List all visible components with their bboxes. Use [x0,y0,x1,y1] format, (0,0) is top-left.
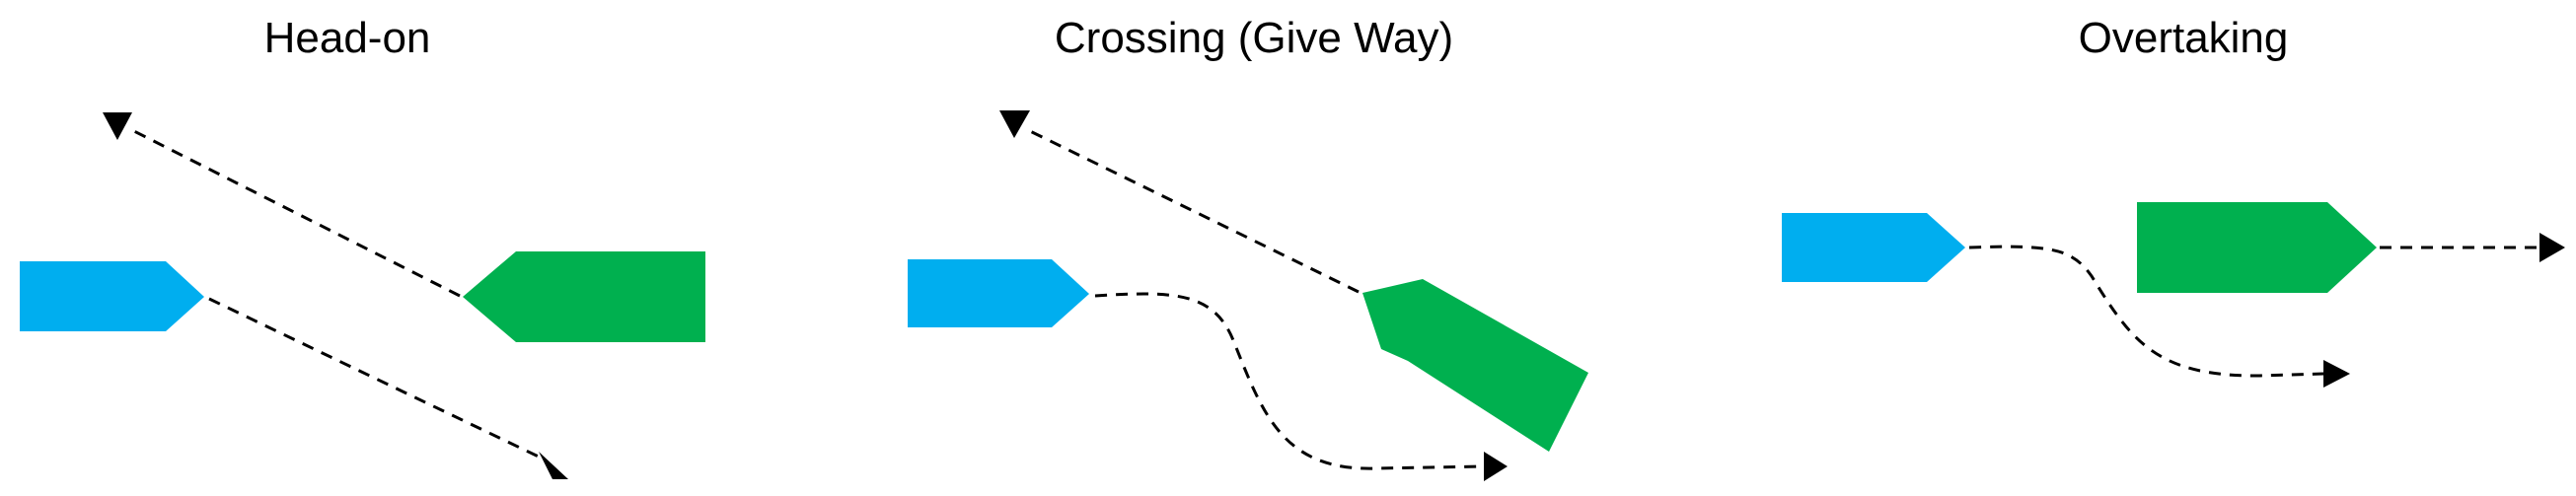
other-route-head-on [127,126,461,298]
panel-title-crossing: Crossing (Give Way) [1054,14,1454,62]
head-on-scene [20,112,705,479]
panel-title-overtaking: Overtaking [2078,14,2289,62]
other-route-crossing [1023,126,1360,294]
own-route-overtaking [1968,245,2324,378]
overtaking-scene [1782,202,2565,388]
other-vessel-crossing [1362,279,1588,452]
own-route-crossing [1094,292,1485,470]
own-vessel-crossing [908,259,1089,327]
arrowhead-icon [999,110,1030,138]
own-vessel-overtaking [1782,213,1965,282]
arrowhead-icon [103,112,132,140]
crossing-scene [908,110,1588,481]
other-vessel-overtaking [2137,202,2377,293]
arrowhead-icon [1484,452,1508,481]
other-vessel-head-on [463,251,705,342]
arrowhead-icon [2539,233,2565,262]
arrowhead-icon [539,452,568,479]
panel-title-head-on: Head-on [263,14,431,62]
arrowhead-icon [2323,360,2350,388]
own-vessel-head-on [20,261,204,331]
